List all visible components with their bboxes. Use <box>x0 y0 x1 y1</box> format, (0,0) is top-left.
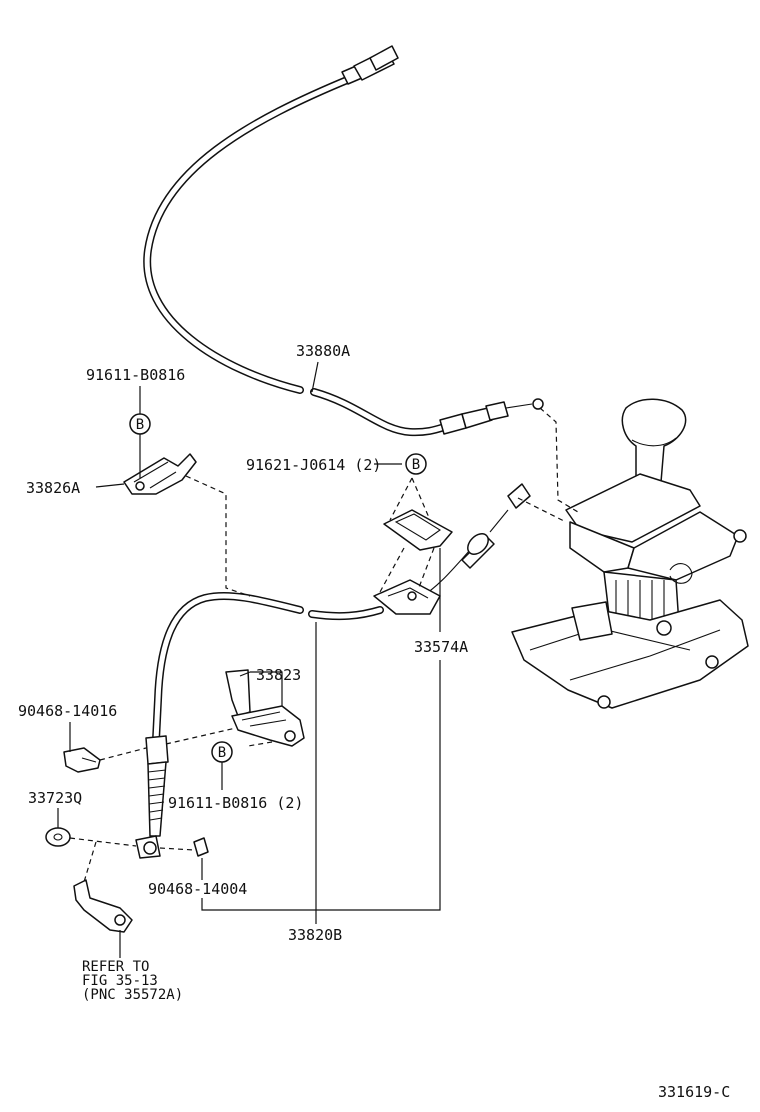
label-91621-j0614: 91621-J0614 (2) <box>246 456 381 474</box>
refer-line-3: (PNC 35572A) <box>82 987 183 1003</box>
clip-90468-14016 <box>63 747 101 773</box>
svg-text:B: B <box>136 417 144 433</box>
svg-text:B: B <box>218 745 226 761</box>
label-33826a: 33826A <box>26 479 80 497</box>
label-33820b: 33820B <box>288 926 342 944</box>
label-33823: 33823 <box>256 666 301 684</box>
marker-b-top: B <box>129 413 151 435</box>
nut-33723q <box>45 827 71 847</box>
label-33723q: 33723Q <box>28 789 82 807</box>
label-91611-b0816-top: 91611-B0816 <box>86 366 185 384</box>
svg-text:B: B <box>412 457 420 473</box>
figure-id: 331619-C <box>658 1083 730 1101</box>
label-90468-14016: 90468-14016 <box>18 702 117 720</box>
shift-lever-bracket <box>73 879 133 933</box>
refer-line-2: FIG 35-13 <box>82 973 158 989</box>
shift-lever-assembly <box>511 398 749 709</box>
bracket-33826a <box>123 453 197 495</box>
marker-b-mid: B <box>211 741 233 763</box>
leader-lines <box>57 361 441 958</box>
cable-33880a <box>143 45 544 437</box>
marker-b-mid-right: B <box>405 453 427 475</box>
label-33880a: 33880A <box>296 342 350 360</box>
label-33574a: 33574A <box>414 638 468 656</box>
clip-90468-14004 <box>193 837 209 857</box>
bracket-33823 <box>225 669 305 747</box>
refer-line-1: REFER TO <box>82 959 149 975</box>
label-90468-14004: 90468-14004 <box>148 880 247 898</box>
retainer-33574a <box>373 509 453 615</box>
label-91611-b0816-mid: 91611-B0816 (2) <box>168 794 303 812</box>
cable-33820b <box>135 483 531 859</box>
assembly-dashed-lines <box>69 407 579 883</box>
